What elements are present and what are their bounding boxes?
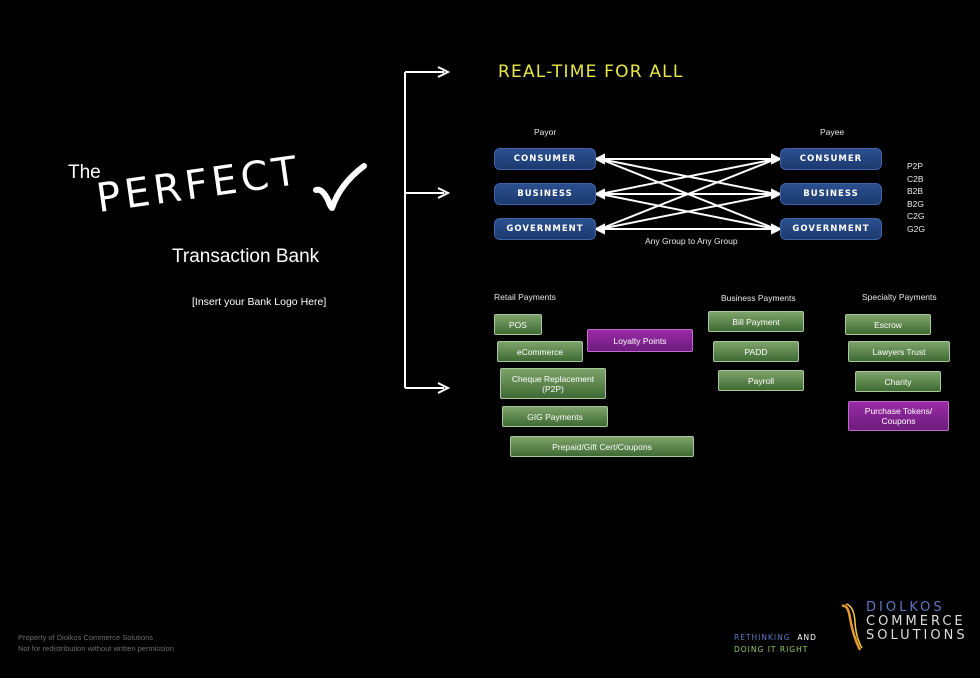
brand-diolkos: DIOLKOS [866,600,945,615]
brand-solutions: SOLUTIONS [866,628,968,643]
business-title: Business Payments [721,293,796,303]
payee-label: Payee [820,127,845,137]
brand-name: DIOLKOS COMMERCE SOLUTIONS [866,601,968,643]
payee-consumer-box: CONSUMER [780,148,882,170]
payor-consumer-box: CONSUMER [494,148,596,170]
footer-line-2: Not for redistribution without written p… [18,644,174,653]
realtime-title: REAL-TIME FOR ALL [498,62,684,82]
retail-prepaid-box: Prepaid/Gift Cert/Coupons [510,436,694,457]
code-item: B2G [907,198,925,209]
business-payroll-box: Payroll [718,370,804,391]
specialty-charity-box: Charity [855,371,941,392]
purchase-tokens-box: Purchase Tokens/ Coupons [848,401,949,431]
payor-label: Payor [534,127,557,137]
tagline-and: AND [797,633,817,642]
business-bill-payment-box: Bill Payment [708,311,804,332]
tagline-doing: DOING IT RIGHT [734,645,809,654]
tagline: RETHINKING AND DOING IT RIGHT [734,632,817,656]
title-perfect: PERFECT [93,147,304,222]
business-padd-box: PADD [713,341,799,362]
specialty-escrow-box: Escrow [845,314,931,335]
checkmark-icon [313,163,367,211]
retail-cheque-box: Cheque Replacement (P2P) [500,368,606,399]
loyalty-points-box: Loyalty Points [587,329,693,352]
payee-government-box: GOVERNMENT [780,218,882,240]
code-item: P2P [907,161,924,171]
specialty-lawyers-trust-box: Lawyers Trust [848,341,950,362]
brand-commerce: COMMERCE [866,614,966,629]
title-the: The [68,162,101,183]
footer-line-1: Property of Diolkos Commerce Solutions [18,633,154,642]
code-item: B2B [907,186,924,196]
payor-government-box: GOVERNMENT [494,218,596,240]
diolkos-logo-icon [841,603,863,651]
bank-logo-placeholder: [Insert your Bank Logo Here] [192,296,327,308]
retail-title: Retail Payments [494,292,556,302]
payee-business-box: BUSINESS [780,183,882,205]
retail-gig-box: GIG Payments [502,406,608,427]
footer-notice: Property of Diolkos Commerce Solutions N… [18,632,174,654]
retail-pos-box: POS [494,314,542,335]
title-transaction-bank: Transaction Bank [172,246,320,267]
code-item: G2G [907,223,925,234]
tagline-rethinking: RETHINKING [734,633,791,642]
flow-codes-list: P2P C2B B2B B2G C2G G2G [907,160,925,235]
bracket-arrows [404,66,451,394]
any-group-caption: Any Group to Any Group [645,236,738,246]
code-item: C2G [907,211,925,221]
specialty-title: Specialty Payments [862,292,937,302]
retail-ecommerce-box: eCommerce [497,341,583,362]
group-connections [596,153,780,235]
code-item: C2B [907,173,924,184]
payor-business-box: BUSINESS [494,183,596,205]
